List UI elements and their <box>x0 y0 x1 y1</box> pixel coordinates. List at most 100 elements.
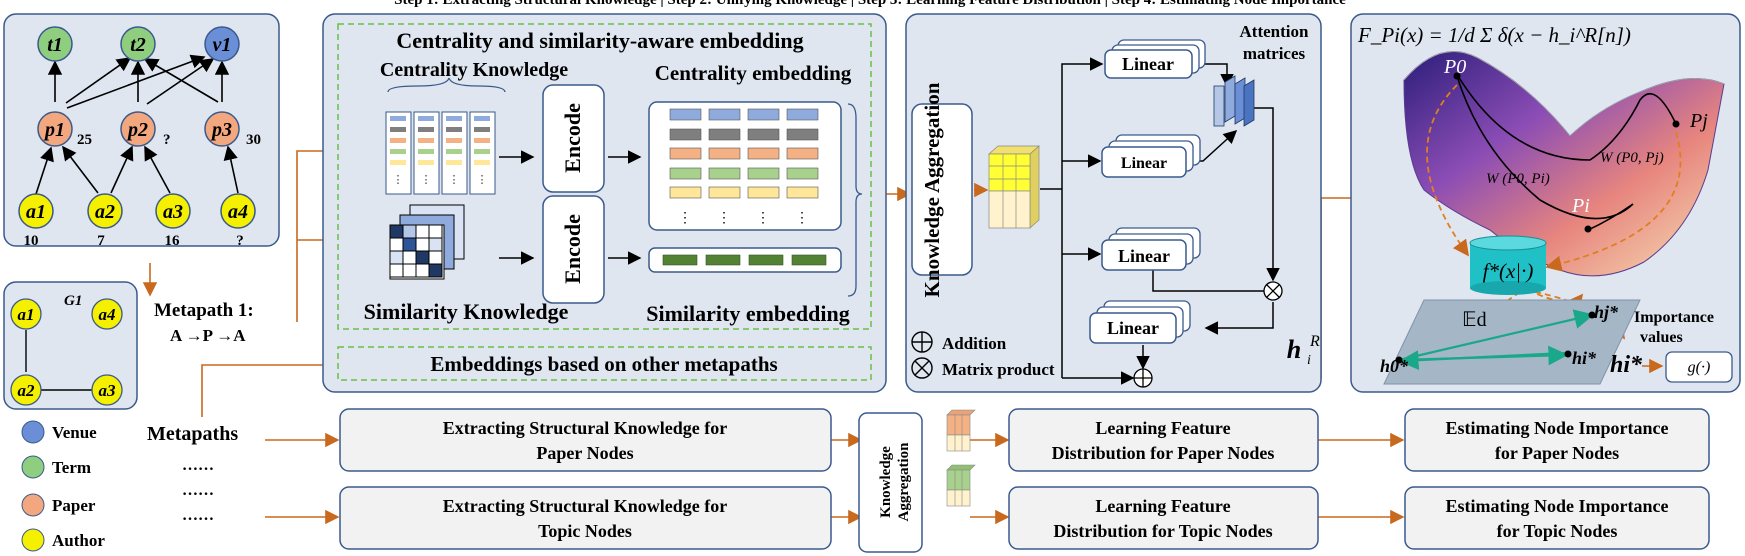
paper-mini-tensor <box>946 409 976 452</box>
label-pi: Pi <box>1571 195 1590 217</box>
subgraph-node-a1: a1 <box>10 298 42 330</box>
metapaths-label: Metapaths <box>147 423 238 445</box>
graph-edges <box>35 54 239 195</box>
linear-box-1: Linear <box>1104 39 1206 79</box>
point-h0 <box>1395 356 1403 364</box>
label-p0: P0 <box>1443 56 1466 78</box>
svg-text:p2: p2 <box>126 119 148 141</box>
svg-text:a1: a1 <box>26 201 46 223</box>
svg-text:p3: p3 <box>210 119 232 141</box>
similarity-embedding <box>648 247 842 273</box>
other-metapaths-box <box>337 346 872 381</box>
label-w-p0-pj: W (P0, Pj) <box>1600 150 1664 166</box>
svg-text:Estimating Node Importance: Estimating Node Importance <box>1446 496 1669 516</box>
svg-text:a2: a2 <box>18 381 36 400</box>
point-hi <box>1564 350 1572 358</box>
point-p0 <box>1453 72 1461 80</box>
attention-label-1: Attention <box>1240 22 1309 41</box>
svg-text:Distribution for Paper Nodes: Distribution for Paper Nodes <box>1052 443 1275 463</box>
embedding-brace <box>847 103 863 297</box>
svg-text:⋮: ⋮ <box>449 174 460 186</box>
svg-text:Encode: Encode <box>560 214 585 284</box>
label-w-p0-pi: W (P0, Pi) <box>1486 171 1550 187</box>
attention-label-2: matrices <box>1243 44 1306 63</box>
svg-text:p1: p1 <box>43 119 65 141</box>
centrality-knowledge-label: Centrality Knowledge <box>380 59 568 81</box>
svg-text:⋮: ⋮ <box>421 174 432 186</box>
label-h0: h0* <box>1380 356 1409 376</box>
legend-author: Author <box>21 528 105 552</box>
addition-operator <box>1133 368 1153 388</box>
graph-node-p2: p2 <box>120 111 156 147</box>
paper-score-p2: ? <box>163 132 171 148</box>
svg-text:Matrix product: Matrix product <box>942 360 1055 379</box>
svg-text:⋮: ⋮ <box>795 211 809 226</box>
svg-text:⋮: ⋮ <box>717 211 731 226</box>
importance-label-1: Importance <box>1634 309 1714 326</box>
svg-text:for Topic Nodes: for Topic Nodes <box>1497 521 1618 541</box>
output-h-sub: i <box>1307 353 1311 368</box>
top-bar-text: Step 1: Extracting Structural Knowledge … <box>394 0 1346 8</box>
topic-mini-tensor <box>946 464 976 507</box>
paper-score-p3: 30 <box>246 132 261 148</box>
bottom-aggregation-box: Knowledge Aggregation <box>858 412 923 553</box>
graph-node-t2: t2 <box>120 26 156 62</box>
svg-text:t1: t1 <box>47 34 63 56</box>
legend-venue: Venue <box>21 420 97 444</box>
svg-text:Venue: Venue <box>52 423 97 442</box>
point-hj <box>1588 311 1596 319</box>
author-score-a1: 10 <box>24 233 39 249</box>
label-hj: hj* <box>1594 302 1619 322</box>
svg-text:Linear: Linear <box>1118 246 1170 266</box>
svg-text:a3: a3 <box>99 381 117 400</box>
svg-text:Linear: Linear <box>1121 155 1167 172</box>
dots-1: …… <box>182 457 214 474</box>
step2-flow-lines <box>1040 57 1280 385</box>
output-h-star: hi* <box>1610 352 1643 378</box>
graph-node-v1: v1 <box>204 26 240 62</box>
svg-text:Paper: Paper <box>52 496 96 515</box>
svg-text:v1: v1 <box>213 34 232 56</box>
output-h-label: h <box>1287 335 1301 364</box>
centrality-embedding-label: Centrality embedding <box>655 61 852 85</box>
svg-text:Knowledge Aggregation: Knowledge Aggregation <box>920 82 944 297</box>
legend-term: Term <box>21 455 91 479</box>
svg-text:g(·): g(·) <box>1688 359 1711 376</box>
svg-text:Linear: Linear <box>1107 318 1159 338</box>
step1-title: Centrality and similarity-aware embeddin… <box>396 28 803 53</box>
linear-box-3: Linear <box>1101 227 1201 271</box>
author-score-a4: ? <box>236 233 244 249</box>
subgraph-label: G1 <box>64 293 82 309</box>
legend-addition: Addition <box>911 331 1007 353</box>
author-score-a2: 7 <box>97 233 105 249</box>
paper-estimate-box: Estimating Node Importance for Paper Nod… <box>1404 408 1710 472</box>
linear-box-4: Linear <box>1089 300 1191 344</box>
svg-text:Knowledge: Knowledge <box>878 446 894 518</box>
graph-node-a2: a2 <box>87 193 123 229</box>
legend-matrix-product: Matrix product <box>911 357 1055 379</box>
subgraph-node-a4: a4 <box>91 298 123 330</box>
surface-grid <box>1403 51 1725 137</box>
label-pj: Pj <box>1689 110 1708 132</box>
graph-node-a3: a3 <box>155 193 191 229</box>
metapath-path: A →P →A <box>170 326 246 345</box>
svg-text:Learning Feature: Learning Feature <box>1095 418 1230 438</box>
svg-text:Extracting Structural Knowledg: Extracting Structural Knowledge for <box>443 418 727 438</box>
svg-text:Extracting Structural Knowledg: Extracting Structural Knowledge for <box>443 496 727 516</box>
graph-node-p3: p3 <box>204 111 240 147</box>
point-pi <box>1584 225 1592 233</box>
graph-node-a4: a4 <box>220 193 256 229</box>
graph-node-t1: t1 <box>37 26 73 62</box>
svg-text:Estimating Node Importance: Estimating Node Importance <box>1446 418 1669 438</box>
author-score-a3: 16 <box>165 233 181 249</box>
svg-text:a4: a4 <box>99 305 116 324</box>
paper-extract-box: Extracting Structural Knowledge for Pape… <box>339 408 832 472</box>
topic-estimate-box: Estimating Node Importance for Topic Nod… <box>1404 486 1710 550</box>
metapath-title: Metapath 1: <box>154 300 254 321</box>
centrality-brace <box>387 77 506 93</box>
svg-text:⋮: ⋮ <box>393 174 404 186</box>
svg-text:a2: a2 <box>95 201 115 223</box>
svg-text:Term: Term <box>52 458 91 477</box>
attention-matrices <box>1213 75 1255 127</box>
